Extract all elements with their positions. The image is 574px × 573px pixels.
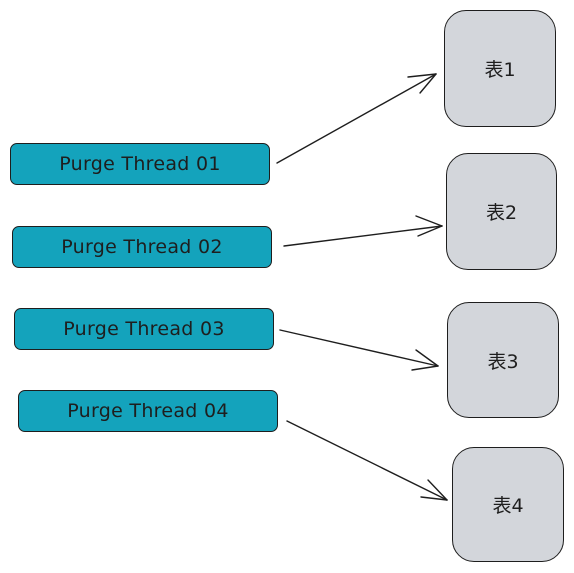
arrow-thread-01-to-table-1: [276, 73, 437, 164]
arrow-thread-02-to-table-2: [283, 215, 443, 247]
table-2-label: 表2: [485, 202, 518, 224]
purge-thread-03-label: Purge Thread 03: [63, 318, 225, 340]
purge-thread-04-label: Purge Thread 04: [67, 400, 229, 422]
table-3-box: 表3: [447, 302, 559, 418]
table-1-label: 表1: [484, 59, 516, 81]
purge-thread-02-label: Purge Thread 02: [61, 236, 223, 258]
arrow-thread-03-to-table-3: [279, 329, 439, 371]
table-4-label: 表4: [492, 495, 524, 517]
table-3-label: 表3: [487, 350, 519, 373]
purge-thread-03-box: Purge Thread 03: [14, 308, 274, 350]
purge-thread-02-box: Purge Thread 02: [12, 226, 272, 268]
purge-thread-04-box: Purge Thread 04: [18, 390, 278, 432]
table-2-box: 表2: [446, 153, 557, 270]
table-4-box: 表4: [452, 447, 564, 562]
arrow-thread-04-to-table-4: [286, 420, 448, 501]
purge-thread-01-label: Purge Thread 01: [59, 153, 221, 175]
purge-thread-01-box: Purge Thread 01: [10, 143, 270, 185]
table-1-box: 表1: [444, 10, 556, 127]
